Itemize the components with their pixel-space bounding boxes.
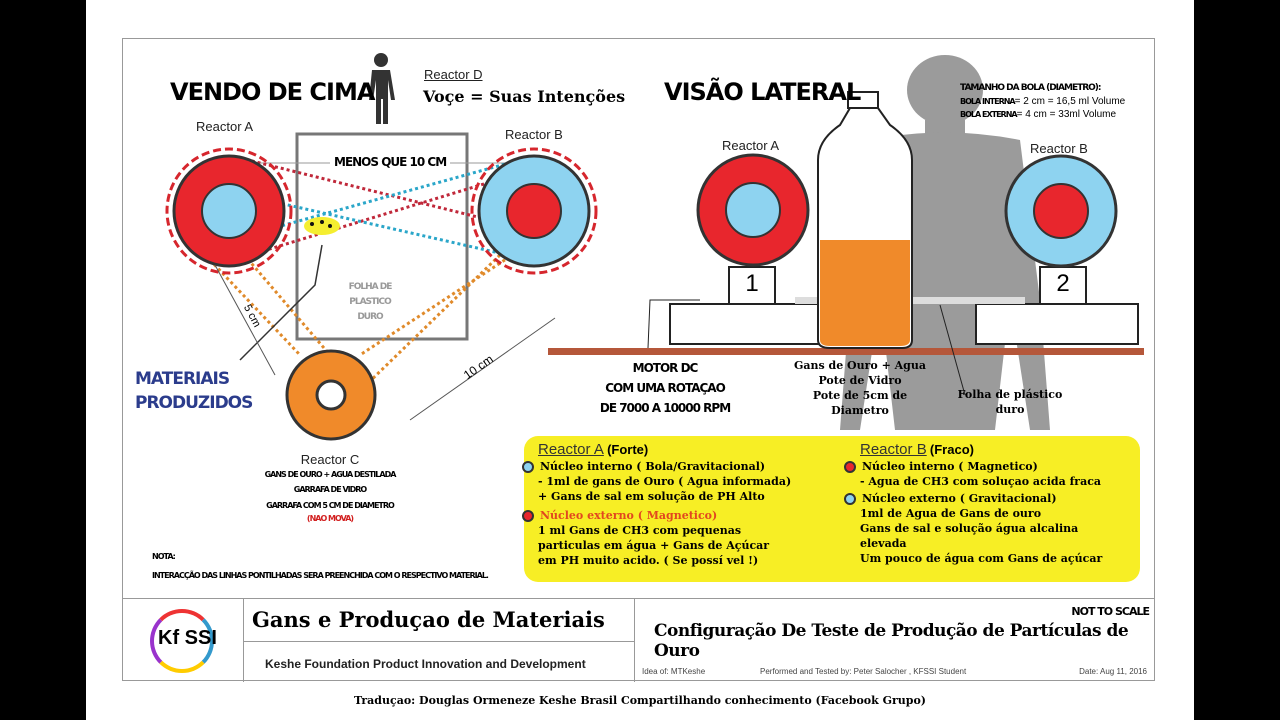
side-reactor-b-label: Reactor B — [1030, 141, 1088, 156]
red-dot-icon — [522, 510, 534, 522]
table-surface — [548, 348, 1144, 355]
diagram-frame — [122, 38, 1155, 681]
legend-a-title: Reactor A — [538, 441, 604, 458]
legend-a-strength: (Forte) — [607, 442, 649, 457]
idea-credit: Idea of: MTKeshe — [642, 667, 706, 676]
motor-base-a — [669, 303, 829, 345]
ball-size-info: TAMANHO DA BOLA (DIAMETRO): BOLA INTERNA… — [960, 83, 1126, 120]
date: Date: Aug 11, 2016 — [1079, 667, 1147, 676]
reactor-c-info: Reactor C GANS DE OURO + AGUA DESTILADA … — [264, 452, 397, 523]
stand-2-label: 2 — [1056, 270, 1070, 297]
main-title: Gans e Produçao de Materiais — [252, 607, 605, 632]
page — [86, 0, 1194, 720]
reactor-b-rotation — [470, 147, 598, 275]
legend-b-strength: (Fraco) — [929, 442, 974, 457]
blue-dot-icon — [844, 493, 856, 505]
translation-credit: Traduçao: Douglas Ormeneze Keshe Brasil … — [354, 694, 926, 707]
config-title: Configuração De Teste de Produção de Par… — [654, 621, 1129, 661]
side-view-title: VISÃO LATERAL — [664, 78, 861, 106]
blue-dot-icon — [522, 461, 534, 473]
top-view-title: VENDO DE CIMA — [170, 78, 375, 106]
note-text: INTERACÇÃO DAS LINHAS PONTILHADAS SERA P… — [152, 571, 489, 580]
subtitle: Keshe Foundation Product Innovation and … — [265, 657, 586, 671]
red-dot-icon — [844, 461, 856, 473]
person-icon — [369, 53, 395, 124]
stand-1-label: 1 — [745, 270, 759, 297]
reactor-d-label: Reactor D — [424, 67, 483, 82]
less-than-label: MENOS QUE 10 CM — [330, 155, 451, 169]
produced-particles — [304, 217, 340, 235]
reactor-b-label: Reactor B — [505, 127, 563, 142]
side-reactor-a-label: Reactor A — [722, 138, 780, 153]
motor-base-b — [975, 303, 1139, 345]
legend-box: Reactor A (Forte) Núcleo interno ( Bola/… — [522, 436, 1140, 582]
reactor-a-label: Reactor A — [196, 119, 254, 134]
intentions-label: Voçe = Suas Intenções — [423, 87, 626, 106]
not-to-scale: NOT TO SCALE — [1071, 605, 1150, 618]
performed-credit: Performed and Tested by: Peter Salocher … — [760, 667, 967, 676]
reactor-a-rotation — [165, 147, 293, 275]
note-title: NOTA: — [152, 552, 176, 561]
glass-jar — [817, 91, 913, 349]
legend-b-title: Reactor B — [860, 441, 927, 458]
title-block: Kf SSI Gans e Produçao de Materiais Kesh… — [122, 598, 1155, 682]
kfssi-logo: Kf SSI — [122, 599, 244, 682]
